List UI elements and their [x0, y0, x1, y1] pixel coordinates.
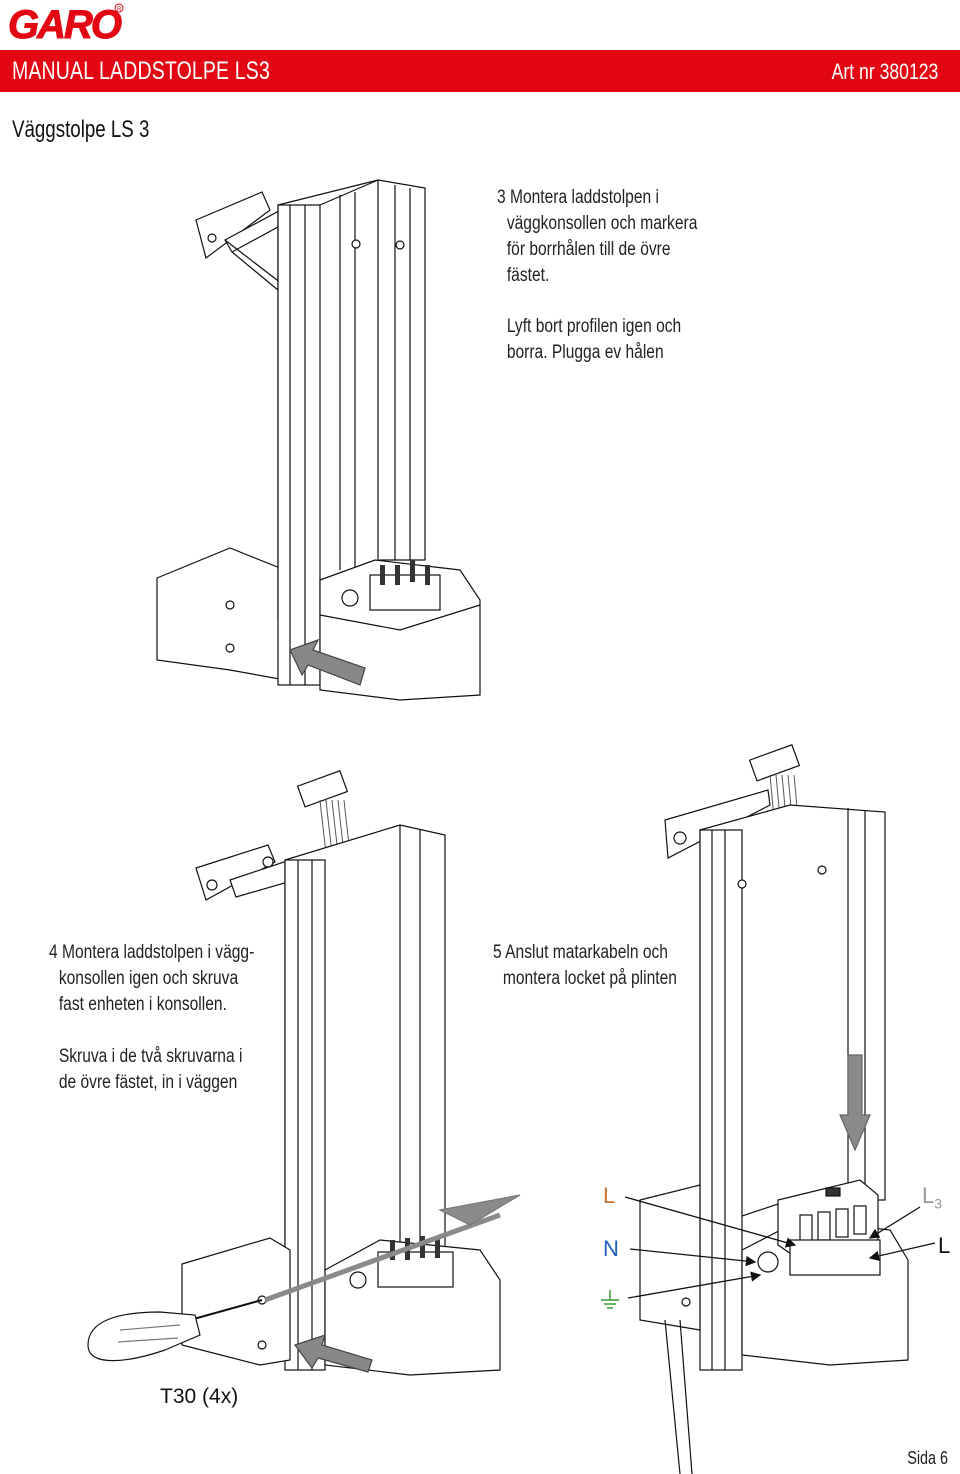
- step-3-line: Lyft bort profilen igen och: [506, 316, 682, 337]
- phase-l3-label: L3: [922, 1183, 942, 1211]
- mount-box: [181, 1237, 291, 1366]
- step-4-line: Skruva i de två skruvarna i: [58, 1046, 243, 1067]
- step-3-line: 3 Montera laddstolpen i: [497, 187, 659, 208]
- figure-step-5: [601, 744, 936, 1474]
- step-5-text: 5 Anslut matarkabeln och montera locket …: [493, 940, 677, 992]
- insert-arrow: [294, 1334, 373, 1373]
- wall-bracket-plate: [195, 191, 271, 260]
- step-4-text: 4 Montera laddstolpen i vägg- konsollen …: [49, 940, 254, 1096]
- neutral-n-label: N: [603, 1236, 619, 1261]
- ground-icon: [601, 1290, 619, 1309]
- insert-arrow: [289, 638, 366, 686]
- mount-box: [156, 547, 286, 681]
- article-number: Art nr 380123: [831, 59, 938, 84]
- column-front: [284, 859, 326, 1371]
- step-3-line: fästet.: [506, 265, 550, 286]
- page-title: Väggstolpe LS 3: [12, 116, 150, 143]
- column-back: [284, 824, 446, 1311]
- manual-title: MANUAL LADDSTOLPE LS3: [12, 57, 270, 85]
- svg-text:GARO: GARO: [8, 3, 122, 44]
- terminal-block: [369, 574, 441, 611]
- phase-l3-main: L: [922, 1183, 935, 1208]
- column-front: [699, 829, 743, 1371]
- base-box: [319, 559, 481, 701]
- step-4-line: fast enheten i konsollen.: [58, 994, 227, 1015]
- wall-bracket-plate: [195, 844, 276, 901]
- column-front: [277, 204, 321, 686]
- connector-plug: [748, 744, 801, 782]
- garo-logo-graphic: GARO R: [8, 3, 125, 45]
- phase-l-label: L: [603, 1183, 616, 1208]
- base-box: [741, 1219, 909, 1366]
- column-back: [277, 179, 426, 622]
- step-4-line: de övre fästet, in i väggen: [58, 1072, 238, 1093]
- step-3-line: väggkonsollen och markera: [506, 213, 698, 234]
- tool-label: T30 (4x): [160, 1385, 239, 1408]
- header-bar: [0, 50, 960, 92]
- phase-l3-sub: 3: [934, 1195, 943, 1212]
- pencil-line: [224, 239, 291, 291]
- base-box: [324, 1239, 501, 1376]
- svg-text:R: R: [117, 7, 122, 13]
- bracket-arm: [224, 204, 301, 253]
- phase-l-right-label: L: [938, 1233, 951, 1258]
- step-4-line: 4 Montera laddstolpen i vägg-: [49, 942, 255, 963]
- page-number: Sida 6: [907, 1448, 948, 1468]
- bracket-arm: [229, 859, 296, 898]
- column-back: [699, 804, 886, 1231]
- step-3-text: 3 Montera laddstolpen i väggkonsollen oc…: [497, 185, 697, 366]
- terminal-block: [789, 1239, 881, 1276]
- terminal-cover: [777, 1179, 879, 1261]
- bracket-hole: [207, 233, 217, 243]
- step-5-line: 5 Anslut matarkabeln och: [493, 942, 668, 963]
- mount-box: [639, 1184, 701, 1331]
- garo-logo: GARO R: [6, 2, 125, 45]
- step-3-line: borra. Plugga ev hålen: [506, 342, 664, 363]
- figure-step-3: [156, 179, 481, 701]
- step-5-line: montera locket på plinten: [502, 968, 677, 989]
- screw-direction-line: [264, 1212, 501, 1303]
- step-4-line: konsollen igen och skruva: [58, 968, 239, 989]
- wall-bracket-plate: [664, 789, 771, 859]
- terminal-block: [377, 1251, 454, 1288]
- screw-direction-arrow: [438, 1194, 521, 1226]
- cover-arrow: [839, 1054, 871, 1152]
- screwdriver-handle: [87, 1311, 201, 1362]
- connector-plug: [296, 770, 349, 808]
- step-3-line: för borrhålen till de övre: [506, 239, 671, 260]
